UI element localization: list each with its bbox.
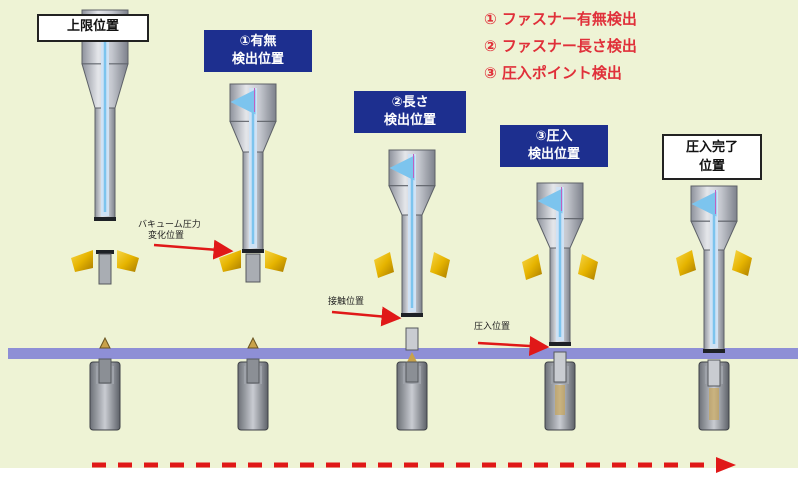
detect3-label: ③圧入 検出位置 xyxy=(500,125,608,167)
fastener-icon xyxy=(555,385,565,415)
red-arrow-icon xyxy=(153,239,234,260)
station-3 xyxy=(374,149,450,431)
detect1-label-line2: 検出位置 xyxy=(231,52,284,67)
complete-label-line1: 圧入完了 xyxy=(685,140,738,155)
fastener-icon xyxy=(709,388,719,420)
press-in-annotation: 圧入位置 xyxy=(474,322,511,332)
fastener-icon xyxy=(98,253,112,285)
base-plate xyxy=(8,348,798,359)
station-4 xyxy=(522,182,598,431)
station-5 xyxy=(676,185,752,431)
nozzle-tip xyxy=(703,349,725,353)
legend-item-press-point: ③ 圧入ポイント検出 xyxy=(484,64,622,82)
detect2-label-line1: ②長さ xyxy=(391,95,429,110)
fastener-icon xyxy=(246,358,260,384)
complete-label: 圧入完了 位置 xyxy=(662,134,762,180)
vacuum-change-line1: バキューム圧力 xyxy=(138,220,201,230)
legend: ① ファスナー有無検出 ② ファスナー長さ検出 ③ 圧入ポイント検出 xyxy=(484,6,637,87)
fastener-icon xyxy=(707,359,721,387)
station-1 xyxy=(71,9,139,431)
vacuum-change-annotation: バキューム圧力 変化位置 xyxy=(138,220,201,242)
fastener-icon xyxy=(96,250,114,254)
nozzle-tip xyxy=(242,249,264,253)
legend-item-length: ② ファスナー長さ検出 xyxy=(484,37,637,55)
guide-jaw-icon xyxy=(676,250,696,276)
red-arrow-icon xyxy=(477,336,550,356)
guide-jaw-icon xyxy=(265,250,287,272)
guide-jaw-icon xyxy=(71,250,93,272)
fastener-icon xyxy=(245,253,261,283)
nozzle-tip xyxy=(549,342,571,346)
detect2-label-line2: 検出位置 xyxy=(383,113,436,128)
nozzle-tip xyxy=(94,217,116,221)
contact-annotation: 接触位置 xyxy=(328,297,365,307)
station-2 xyxy=(219,83,287,431)
guide-jaw-icon xyxy=(430,252,450,278)
detect3-label-line1: ③圧入 xyxy=(535,129,573,144)
guide-jaw-icon xyxy=(219,250,241,272)
legend-item-presence: ① ファスナー有無検出 xyxy=(484,10,637,28)
detect1-label-line1: ①有無 xyxy=(239,34,277,49)
fastener-icon xyxy=(405,361,419,383)
upper-limit-label: 上限位置 xyxy=(37,14,149,42)
vacuum-change-line2: 変化位置 xyxy=(148,231,185,241)
fastener-icon xyxy=(247,336,259,349)
fastener-icon xyxy=(553,351,567,383)
fastener-icon xyxy=(407,352,417,362)
detect1-label: ①有無 検出位置 xyxy=(204,30,312,72)
detect2-label: ②長さ 検出位置 xyxy=(354,91,466,133)
dashed-flow-arrowhead-icon xyxy=(716,457,736,473)
guide-jaw-icon xyxy=(117,250,139,272)
guide-jaw-icon xyxy=(374,252,394,278)
fastener-icon xyxy=(405,327,419,351)
red-arrow-icon xyxy=(331,306,402,327)
fastener-icon xyxy=(98,358,112,384)
guide-jaw-icon xyxy=(732,250,752,276)
guide-jaw-icon xyxy=(578,254,598,280)
complete-label-line2: 位置 xyxy=(698,159,725,174)
fastener-icon xyxy=(99,336,111,349)
detect3-label-line2: 検出位置 xyxy=(527,147,580,162)
nozzle-tip xyxy=(401,313,423,317)
guide-jaw-icon xyxy=(522,254,542,280)
